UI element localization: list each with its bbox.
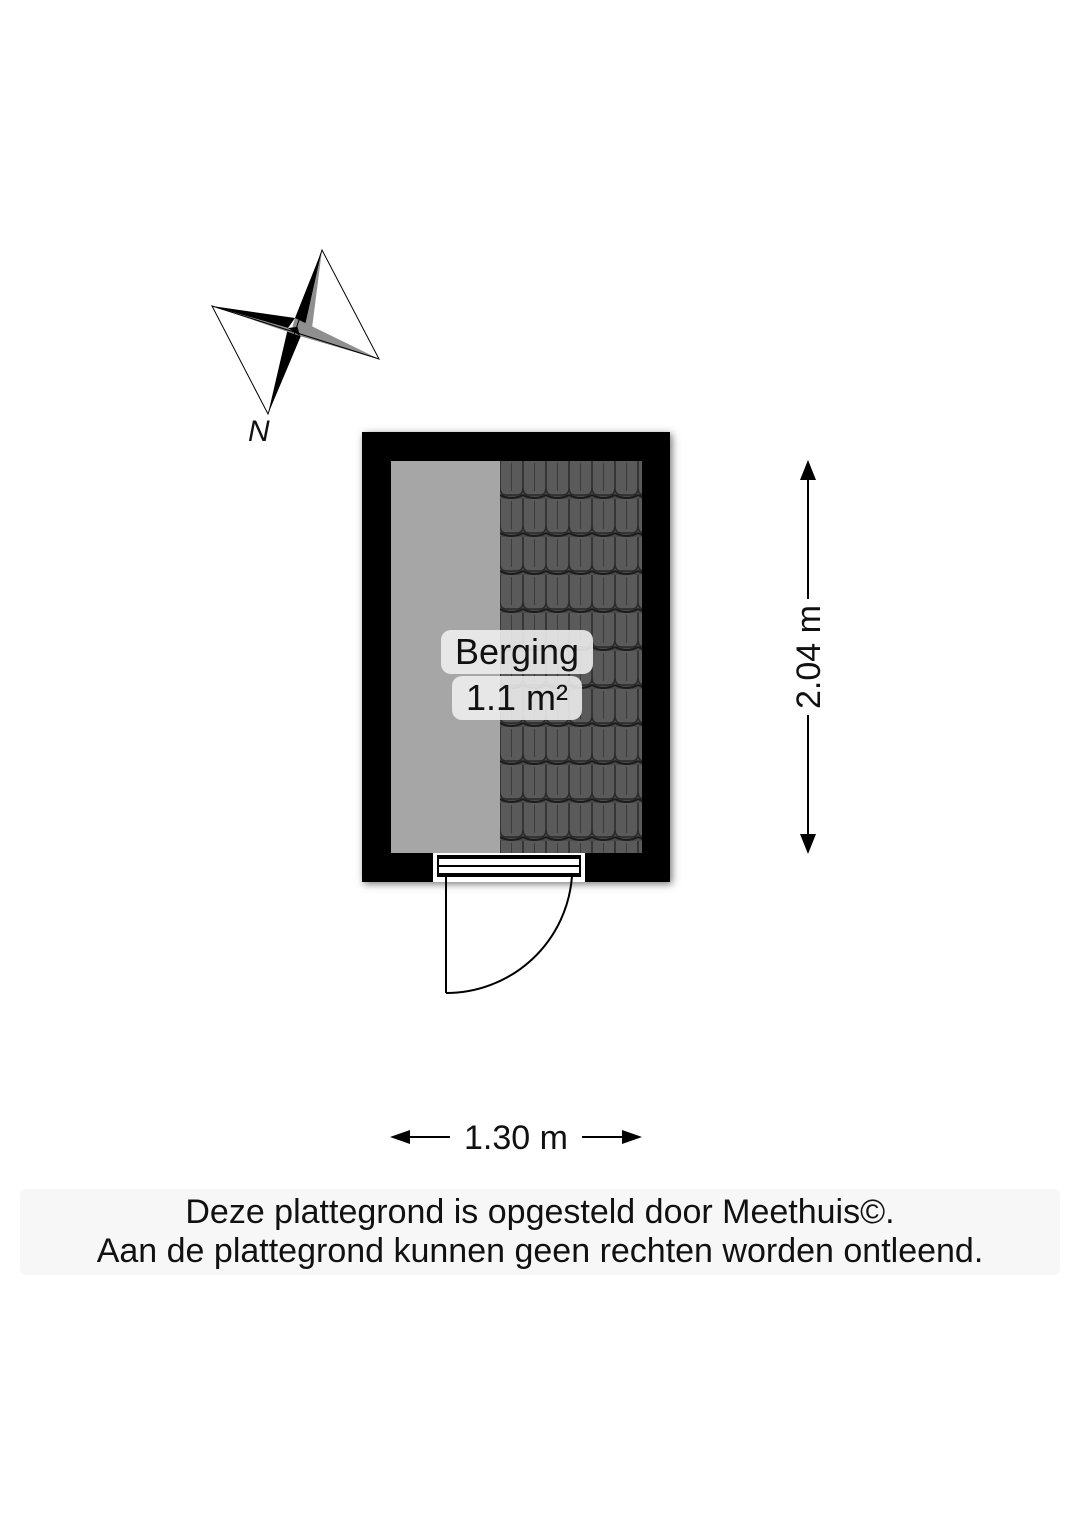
compass-north-label: N (248, 415, 270, 448)
width-dimension-label: 1.30 m (464, 1119, 568, 1157)
room-name: Berging (440, 630, 594, 674)
room-area: 1.1 m² (451, 676, 583, 720)
disclaimer-line-2: Aan de plattegrond kunnen geen rechten w… (96, 1232, 984, 1270)
disclaimer: Deze plattegrond is opgesteld door Meeth… (20, 1189, 1060, 1275)
dimension-arrow-icon (390, 1130, 642, 1144)
door-swing-icon (445, 875, 573, 995)
compass-rose-icon (211, 248, 381, 416)
room-label: Berging 1.1 m² (432, 630, 602, 720)
depth-dimension-label: 2.04 m (789, 599, 829, 715)
door (431, 853, 587, 995)
width-dimension: 1.30 m (390, 1116, 642, 1160)
disclaimer-line-1: Deze plattegrond is opgesteld door Meeth… (185, 1193, 895, 1231)
